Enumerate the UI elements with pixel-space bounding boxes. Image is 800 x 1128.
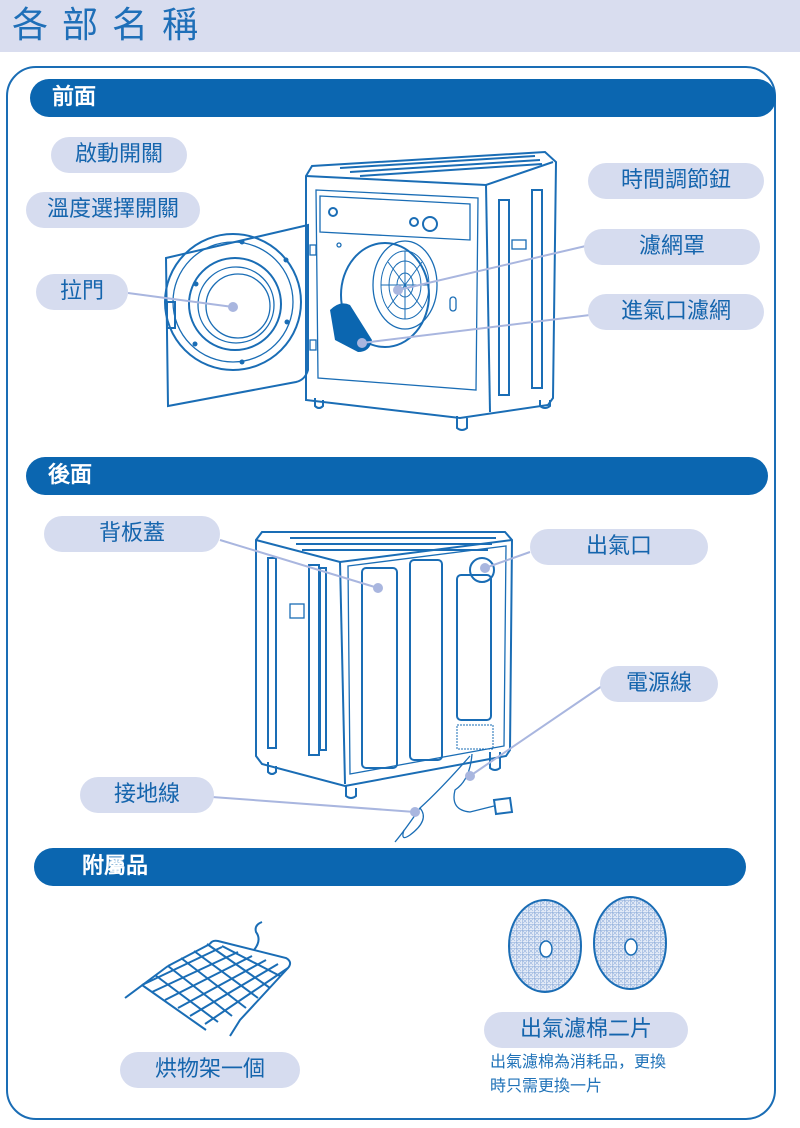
title-bar: 各部名稱 bbox=[0, 0, 800, 52]
label-exhaust: 出氣口 bbox=[530, 529, 708, 565]
label-drying-rack: 烘物架一個 bbox=[120, 1052, 300, 1088]
leader-exhaust bbox=[484, 551, 531, 569]
leader-intake-filter bbox=[361, 314, 591, 344]
section-back-heading: 後面 bbox=[48, 463, 93, 488]
leader-back-cover bbox=[219, 539, 379, 589]
section-accessories-heading: 附屬品 bbox=[82, 854, 149, 879]
label-back-cover: 背板蓋 bbox=[44, 516, 220, 552]
label-exhaust-filters: 出氣濾棉二片 bbox=[484, 1012, 688, 1048]
section-back-bar: 後面 bbox=[26, 457, 768, 495]
filters-note-line2: 時只需更換一片 bbox=[490, 1076, 603, 1095]
section-front-heading: 前面 bbox=[52, 85, 97, 110]
leader-filter-cover bbox=[397, 244, 591, 291]
leader-power-cord bbox=[469, 685, 603, 777]
label-power-cord: 電源線 bbox=[600, 666, 718, 702]
label-ground-wire: 接地線 bbox=[80, 777, 214, 813]
label-intake-filter: 進氣口濾網 bbox=[588, 294, 764, 330]
label-start-switch: 啟動開關 bbox=[51, 137, 187, 173]
label-door: 拉門 bbox=[36, 274, 128, 310]
exhaust-filter-pads-illustration bbox=[508, 896, 667, 993]
filters-note-line1: 出氣濾棉為消耗品，更換 bbox=[490, 1052, 667, 1071]
label-timer-knob: 時間調節鈕 bbox=[588, 163, 764, 199]
label-filter-cover: 濾網罩 bbox=[584, 229, 760, 265]
section-front-bar: 前面 bbox=[30, 79, 776, 117]
label-temp-switch: 溫度選擇開關 bbox=[26, 192, 200, 228]
drying-rack-illustration bbox=[124, 921, 292, 1037]
leader-ground-wire bbox=[211, 796, 416, 813]
leader-door bbox=[127, 292, 234, 308]
dryer-front-body bbox=[305, 150, 558, 431]
content-frame bbox=[6, 66, 776, 1120]
page-title: 各部名稱 bbox=[12, 5, 213, 46]
dryer-back-body bbox=[255, 531, 514, 843]
dryer-door bbox=[164, 223, 317, 408]
section-accessories-bar: 附屬品 bbox=[34, 848, 746, 886]
